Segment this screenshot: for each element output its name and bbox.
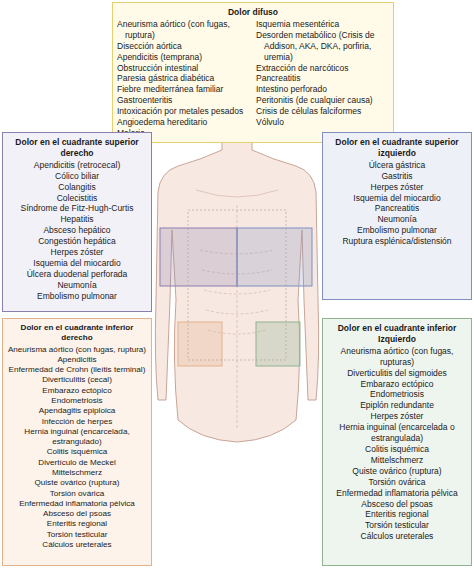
- condition-item: Disección aórtica: [117, 41, 250, 52]
- region-heading: Dolor difuso: [117, 7, 389, 18]
- region-box: Dolor en el cuadrante superior derechoAp…: [2, 132, 152, 312]
- condition-item: Pancreatitis: [256, 73, 389, 84]
- region-box: Dolor en el cuadrante inferior derechoAn…: [2, 318, 152, 566]
- condition-item: Ruptura esplénica/distensión: [327, 236, 467, 247]
- region-heading: Dolor en el cuadrante superior derecho: [7, 137, 147, 159]
- condition-item: Pancreatitis: [327, 203, 467, 214]
- condition-item: Intoxicación por metales pesados: [117, 106, 250, 117]
- condition-item: Cálculos ureterales: [327, 531, 467, 542]
- condition-item: Isquemia del miocardio: [327, 193, 467, 204]
- condition-item: Herpes zóster: [327, 182, 467, 193]
- column: Isquemia mesentéricaDesorden metabólico …: [256, 19, 389, 139]
- condition-item: Hernia inguinal (encarcelada o estrangul…: [327, 422, 467, 444]
- condition-item: Divertículo de Meckel: [7, 458, 147, 468]
- condition-item: Enfermedad de Crohn (ileítis terminal): [7, 365, 147, 375]
- region-box: Dolor en el cuadrante inferior Izquierdo…: [322, 318, 472, 566]
- region-heading: Dolor en el cuadrante superior izquierdo: [327, 137, 467, 159]
- condition-item: Neumonía: [7, 280, 147, 291]
- condition-item: Quiste ovárico (ruptura): [7, 478, 147, 488]
- condition-item: Endometriosis: [327, 389, 467, 400]
- condition-item: Colecistitis: [7, 193, 147, 204]
- condition-item: Angioedema hereditario: [117, 117, 250, 128]
- condition-item: Diverticulitis (cecal): [7, 375, 147, 385]
- condition-item: Úlcera gástrica: [327, 160, 467, 171]
- column: Aneurisma aórtico (con fugas, ruptura)Di…: [117, 19, 250, 139]
- condition-item: Aneurisma aórtico (con fugas, ruptura): [7, 345, 147, 355]
- condition-item: Gastritis: [327, 171, 467, 182]
- condition-item: Quiste ovárico (ruptura): [327, 466, 467, 477]
- condition-item: Embarazo ectópico: [327, 379, 467, 390]
- condition-item: Congestión hepática: [7, 236, 147, 247]
- condition-item: Gastroenteritis: [117, 95, 250, 106]
- condition-item: Colangitis: [7, 182, 147, 193]
- condition-item: Cálculos ureterales: [7, 540, 147, 550]
- condition-item: Neumonía: [327, 214, 467, 225]
- condition-item: Torsión testicular: [327, 520, 467, 531]
- condition-item: Isquemia del miocardio: [7, 258, 147, 269]
- condition-item: Epiplón redundante: [327, 400, 467, 411]
- condition-item: Torsión ovárica: [327, 477, 467, 488]
- condition-item: Torsión testicular: [7, 530, 147, 540]
- condition-item: Enteritis regional: [327, 509, 467, 520]
- condition-item: Paresia gástrica diabética: [117, 73, 250, 84]
- condition-item: Embolismo pulmonar: [327, 225, 467, 236]
- condition-item: Enfermedad inflamatoria pélvica: [7, 499, 147, 509]
- condition-item: Cólico biliar: [7, 171, 147, 182]
- region-box: Dolor difusoAneurisma aórtico (con fugas…: [112, 2, 394, 143]
- condition-item: Peritonitis (de cualquier causa): [256, 95, 389, 106]
- condition-item: Infección de herpes: [7, 417, 147, 427]
- condition-item: Desorden metabólico (Crisis de Addison, …: [256, 30, 389, 63]
- column-group: Aneurisma aórtico (con fugas, ruptura)Di…: [117, 19, 389, 139]
- condition-item: Absceso del psoas: [327, 499, 467, 510]
- condition-item: Úlcera duodenal perforada: [7, 269, 147, 280]
- condition-item: Apendicitis (retrocecal): [7, 160, 147, 171]
- condition-item: Síndrome de Fitz-Hugh-Curtis: [7, 203, 147, 214]
- condition-item: Absceso del psoas: [7, 509, 147, 519]
- condition-item: Apendicitis: [7, 355, 147, 365]
- condition-item: Enteritis regional: [7, 519, 147, 529]
- condition-item: Apendagitis epiploica: [7, 406, 147, 416]
- condition-item: Mittelschmerz: [7, 468, 147, 478]
- condition-item: Mittelschmerz: [327, 455, 467, 466]
- condition-item: Extracción de narcóticos: [256, 63, 389, 74]
- condition-item: Fiebre mediterránea familiar: [117, 84, 250, 95]
- condition-item: Torsión ovárica: [7, 489, 147, 499]
- condition-item: Diverticulitis del sigmoides: [327, 368, 467, 379]
- condition-item: Apendicitis (temprana): [117, 52, 250, 63]
- condition-item: Hernia inguinal (encarcelada, estrangula…: [7, 427, 147, 448]
- condition-item: Aneurisma aórtico (con fugas, rupturas): [327, 346, 467, 368]
- condition-item: Herpes zóster: [327, 411, 467, 422]
- condition-item: Crisis de células falciformes: [256, 106, 389, 117]
- condition-item: Isquemia mesentérica: [256, 19, 389, 30]
- condition-item: Enfermedad inflamatoria pélvica: [327, 488, 467, 499]
- condition-item: Embarazo ectópico: [7, 386, 147, 396]
- condition-item: Endometriosis: [7, 396, 147, 406]
- region-box: Dolor en el cuadrante superior izquierdo…: [322, 132, 472, 300]
- region-heading: Dolor en el cuadrante inferior Izquierdo: [327, 323, 467, 345]
- condition-item: Colitis isquémica: [327, 444, 467, 455]
- condition-item: Absceso hepático: [7, 225, 147, 236]
- condition-item: Vólvulo: [256, 117, 389, 128]
- region-heading: Dolor en el cuadrante inferior derecho: [7, 323, 147, 344]
- condition-item: Colitis isquémica: [7, 447, 147, 457]
- condition-item: Aneurisma aórtico (con fugas, ruptura): [117, 19, 250, 41]
- condition-item: Obstrucción intestinal: [117, 63, 250, 74]
- condition-item: Intestino perforado: [256, 84, 389, 95]
- condition-item: Embolismo pulmonar: [7, 291, 147, 302]
- condition-item: Hepatitis: [7, 214, 147, 225]
- condition-item: Herpes zóster: [7, 247, 147, 258]
